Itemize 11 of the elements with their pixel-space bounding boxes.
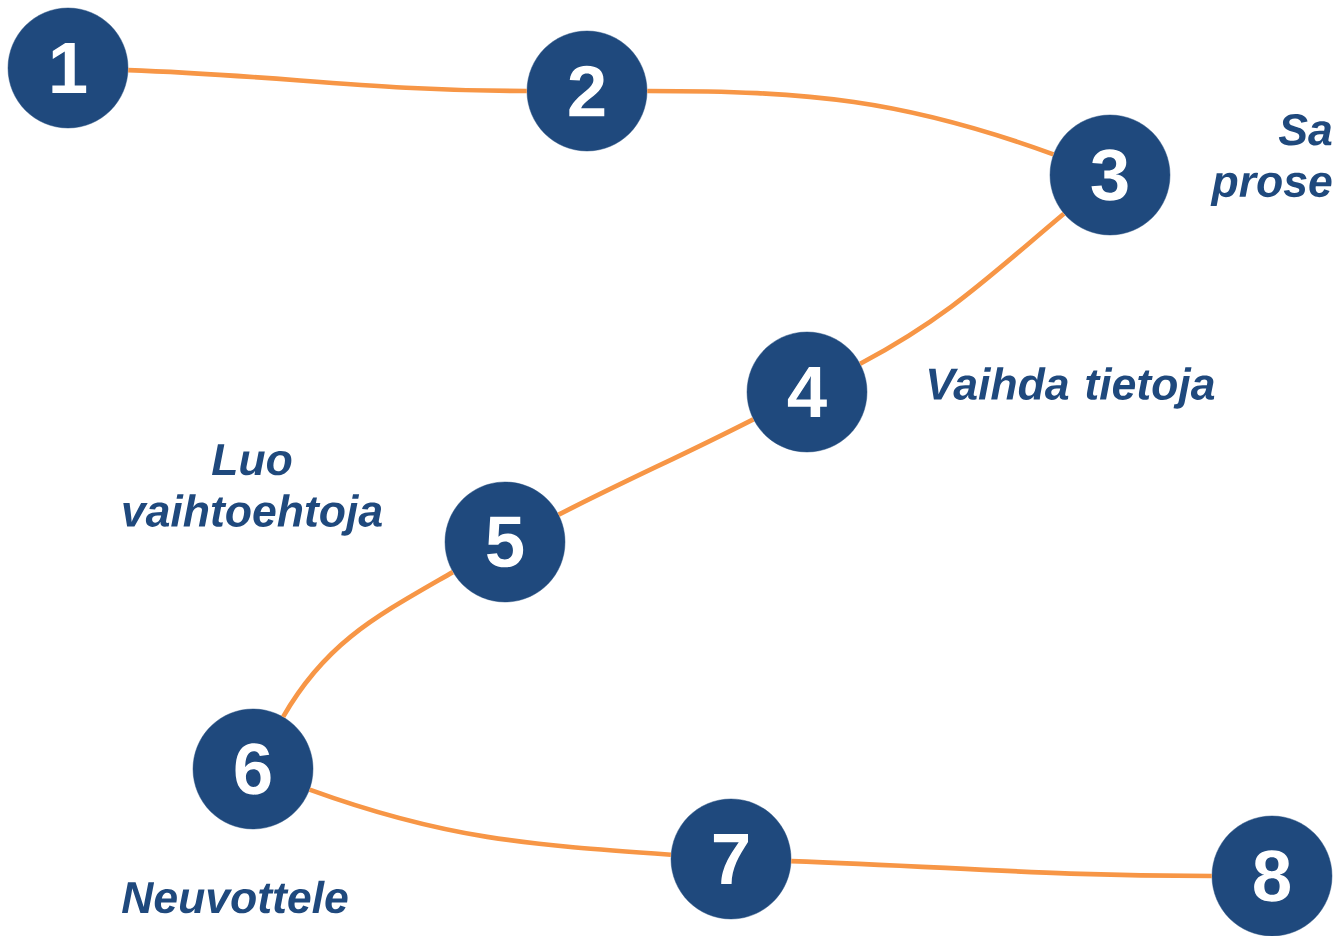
connector-line — [308, 787, 672, 858]
connector-line — [859, 211, 1066, 366]
step-label: Sa prose — [1210, 114, 1332, 206]
connector-line — [128, 67, 527, 94]
connector-line — [791, 858, 1212, 879]
connector-line — [281, 570, 454, 719]
step-label: Vaihda tietoja — [928, 367, 1215, 409]
step-label: Luo vaihtoehtoja — [123, 444, 382, 536]
connector-line — [647, 88, 1055, 157]
connector-line — [557, 417, 755, 517]
step-label: Neuvottele — [122, 880, 348, 914]
